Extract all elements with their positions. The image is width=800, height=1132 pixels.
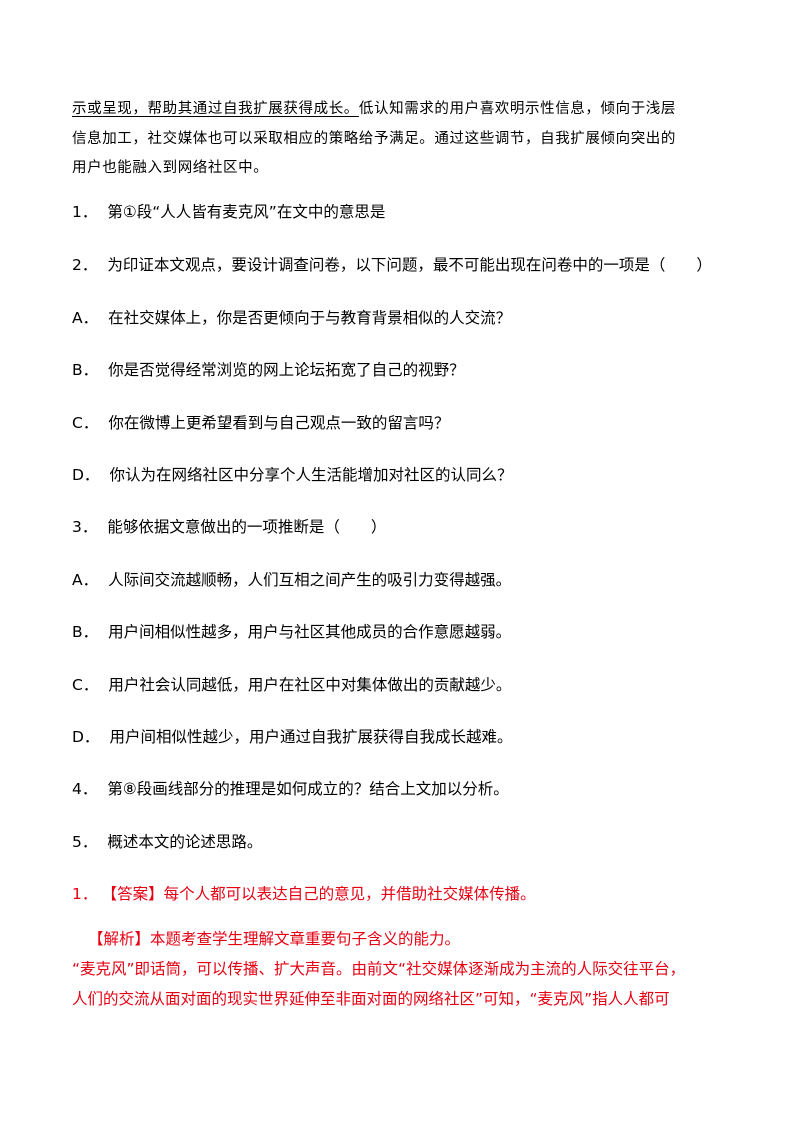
question-number: 5． (72, 833, 98, 851)
q2-option-c: C． 你在微博上更希望看到与自己观点一致的留言吗？ (72, 412, 449, 434)
question-5: 5． 概述本文的论述思路。 (72, 831, 262, 853)
passage-line-1: 示或呈现，帮助其通过自我扩展获得成长。低认知需求的用户喜欢明示性信息，倾向于浅层 (72, 98, 676, 120)
question-text: 为印证本文观点，要设计调查问卷，以下问题，最不可能出现在问卷中的一项是（ ） (107, 256, 712, 274)
question-text: 第⑧段画线部分的推理是如何成立的？结合上文加以分析。 (107, 780, 509, 798)
option-label: C． (72, 676, 99, 694)
question-number: 1． (72, 203, 98, 221)
question-1: 1． 第①段“人人皆有麦克风”在文中的意思是 (72, 201, 385, 223)
option-label: C． (72, 414, 99, 432)
option-text: 用户社会认同越低，用户在社区中对集体做出的贡献越少。 (108, 676, 512, 694)
option-label: D． (72, 728, 100, 746)
analysis-tag: 【解析】 (88, 930, 151, 948)
option-text: 用户间相似性越少，用户通过自我扩展获得自我成长越难。 (109, 728, 513, 746)
q2-option-d: D． 你认为在网络社区中分享个人生活能增加对社区的认同么？ (72, 464, 512, 486)
question-number: 3． (72, 518, 98, 536)
answer-tag: 【答案】 (109, 885, 164, 903)
option-label: A． (72, 571, 99, 589)
option-text: 用户间相似性越多，用户与社区其他成员的合作意愿越弱。 (108, 623, 512, 641)
question-3: 3． 能够依据文意做出的一项推断是（ ） (72, 516, 386, 538)
question-number: 2． (72, 256, 98, 274)
option-label: B． (72, 361, 99, 379)
question-text: 能够依据文意做出的一项推断是（ ） (107, 518, 387, 536)
q2-option-a: A． 在社交媒体上，你是否更倾向于与教育背景相似的人交流？ (72, 307, 511, 329)
question-text: 概述本文的论述思路。 (107, 833, 263, 851)
option-label: A． (72, 309, 99, 327)
option-text: 你在微博上更希望看到与自己观点一致的留言吗？ (108, 414, 450, 432)
option-text: 你认为在网络社区中分享个人生活能增加对社区的认同么？ (109, 466, 513, 484)
q3-option-c: C． 用户社会认同越低，用户在社区中对集体做出的贡献越少。 (72, 674, 511, 696)
option-text: 人际间交流越顺畅，人们互相之间产生的吸引力变得越强。 (108, 571, 512, 589)
answer-1: 1． 【答案】每个人都可以表达自己的意见，并借助社交媒体传播。 (72, 883, 536, 905)
analysis-line-3: 人们的交流从面对面的现实世界延伸至非面对面的网络社区”可知，“麦克风”指人人都可 (72, 990, 670, 1008)
answer-number: 1． (72, 885, 98, 903)
passage-line-2: 信息加工，社交媒体也可以采取相应的策略给予满足。通过这些调节，自我扩展倾向突出的 (72, 131, 676, 147)
analysis-line-1: 【解析】本题考查学生理解文章重要句子含义的能力。 (88, 928, 460, 950)
question-text: 第①段“人人皆有麦克风”在文中的意思是 (107, 203, 386, 221)
option-label: D． (72, 466, 100, 484)
analysis-line-2: “麦克风”即话筒，可以传播、扩大声音。由前文“社交媒体逐渐成为主流的人际交往平台… (72, 960, 686, 978)
question-number: 4． (72, 780, 98, 798)
answer-text: 每个人都可以表达自己的意见，并借助社交媒体传播。 (163, 885, 536, 903)
q2-option-b: B． 你是否觉得经常浏览的网上论坛拓宽了自己的视野？ (72, 359, 465, 381)
passage-underlined-text: 示或呈现，帮助其通过自我扩展获得成长。 (72, 101, 359, 117)
q3-option-d: D． 用户间相似性越少，用户通过自我扩展获得自我成长越难。 (72, 726, 512, 748)
question-4: 4． 第⑧段画线部分的推理是如何成立的？结合上文加以分析。 (72, 778, 509, 800)
q3-option-b: B． 用户间相似性越多，用户与社区其他成员的合作意愿越弱。 (72, 621, 511, 643)
question-2: 2． 为印证本文观点，要设计调查问卷，以下问题，最不可能出现在问卷中的一项是（ ） (72, 254, 712, 276)
passage-text: 低认知需求的用户喜欢明示性信息，倾向于浅层 (358, 101, 677, 117)
passage-line-3: 用户也能融入到网络社区中。 (72, 160, 269, 176)
option-text: 你是否觉得经常浏览的网上论坛拓宽了自己的视野？ (108, 361, 465, 379)
option-label: B． (72, 623, 99, 641)
option-text: 在社交媒体上，你是否更倾向于与教育背景相似的人交流？ (108, 309, 512, 327)
q3-option-a: A． 人际间交流越顺畅，人们互相之间产生的吸引力变得越强。 (72, 569, 511, 591)
analysis-text: 本题考查学生理解文章重要句子含义的能力。 (150, 930, 461, 948)
